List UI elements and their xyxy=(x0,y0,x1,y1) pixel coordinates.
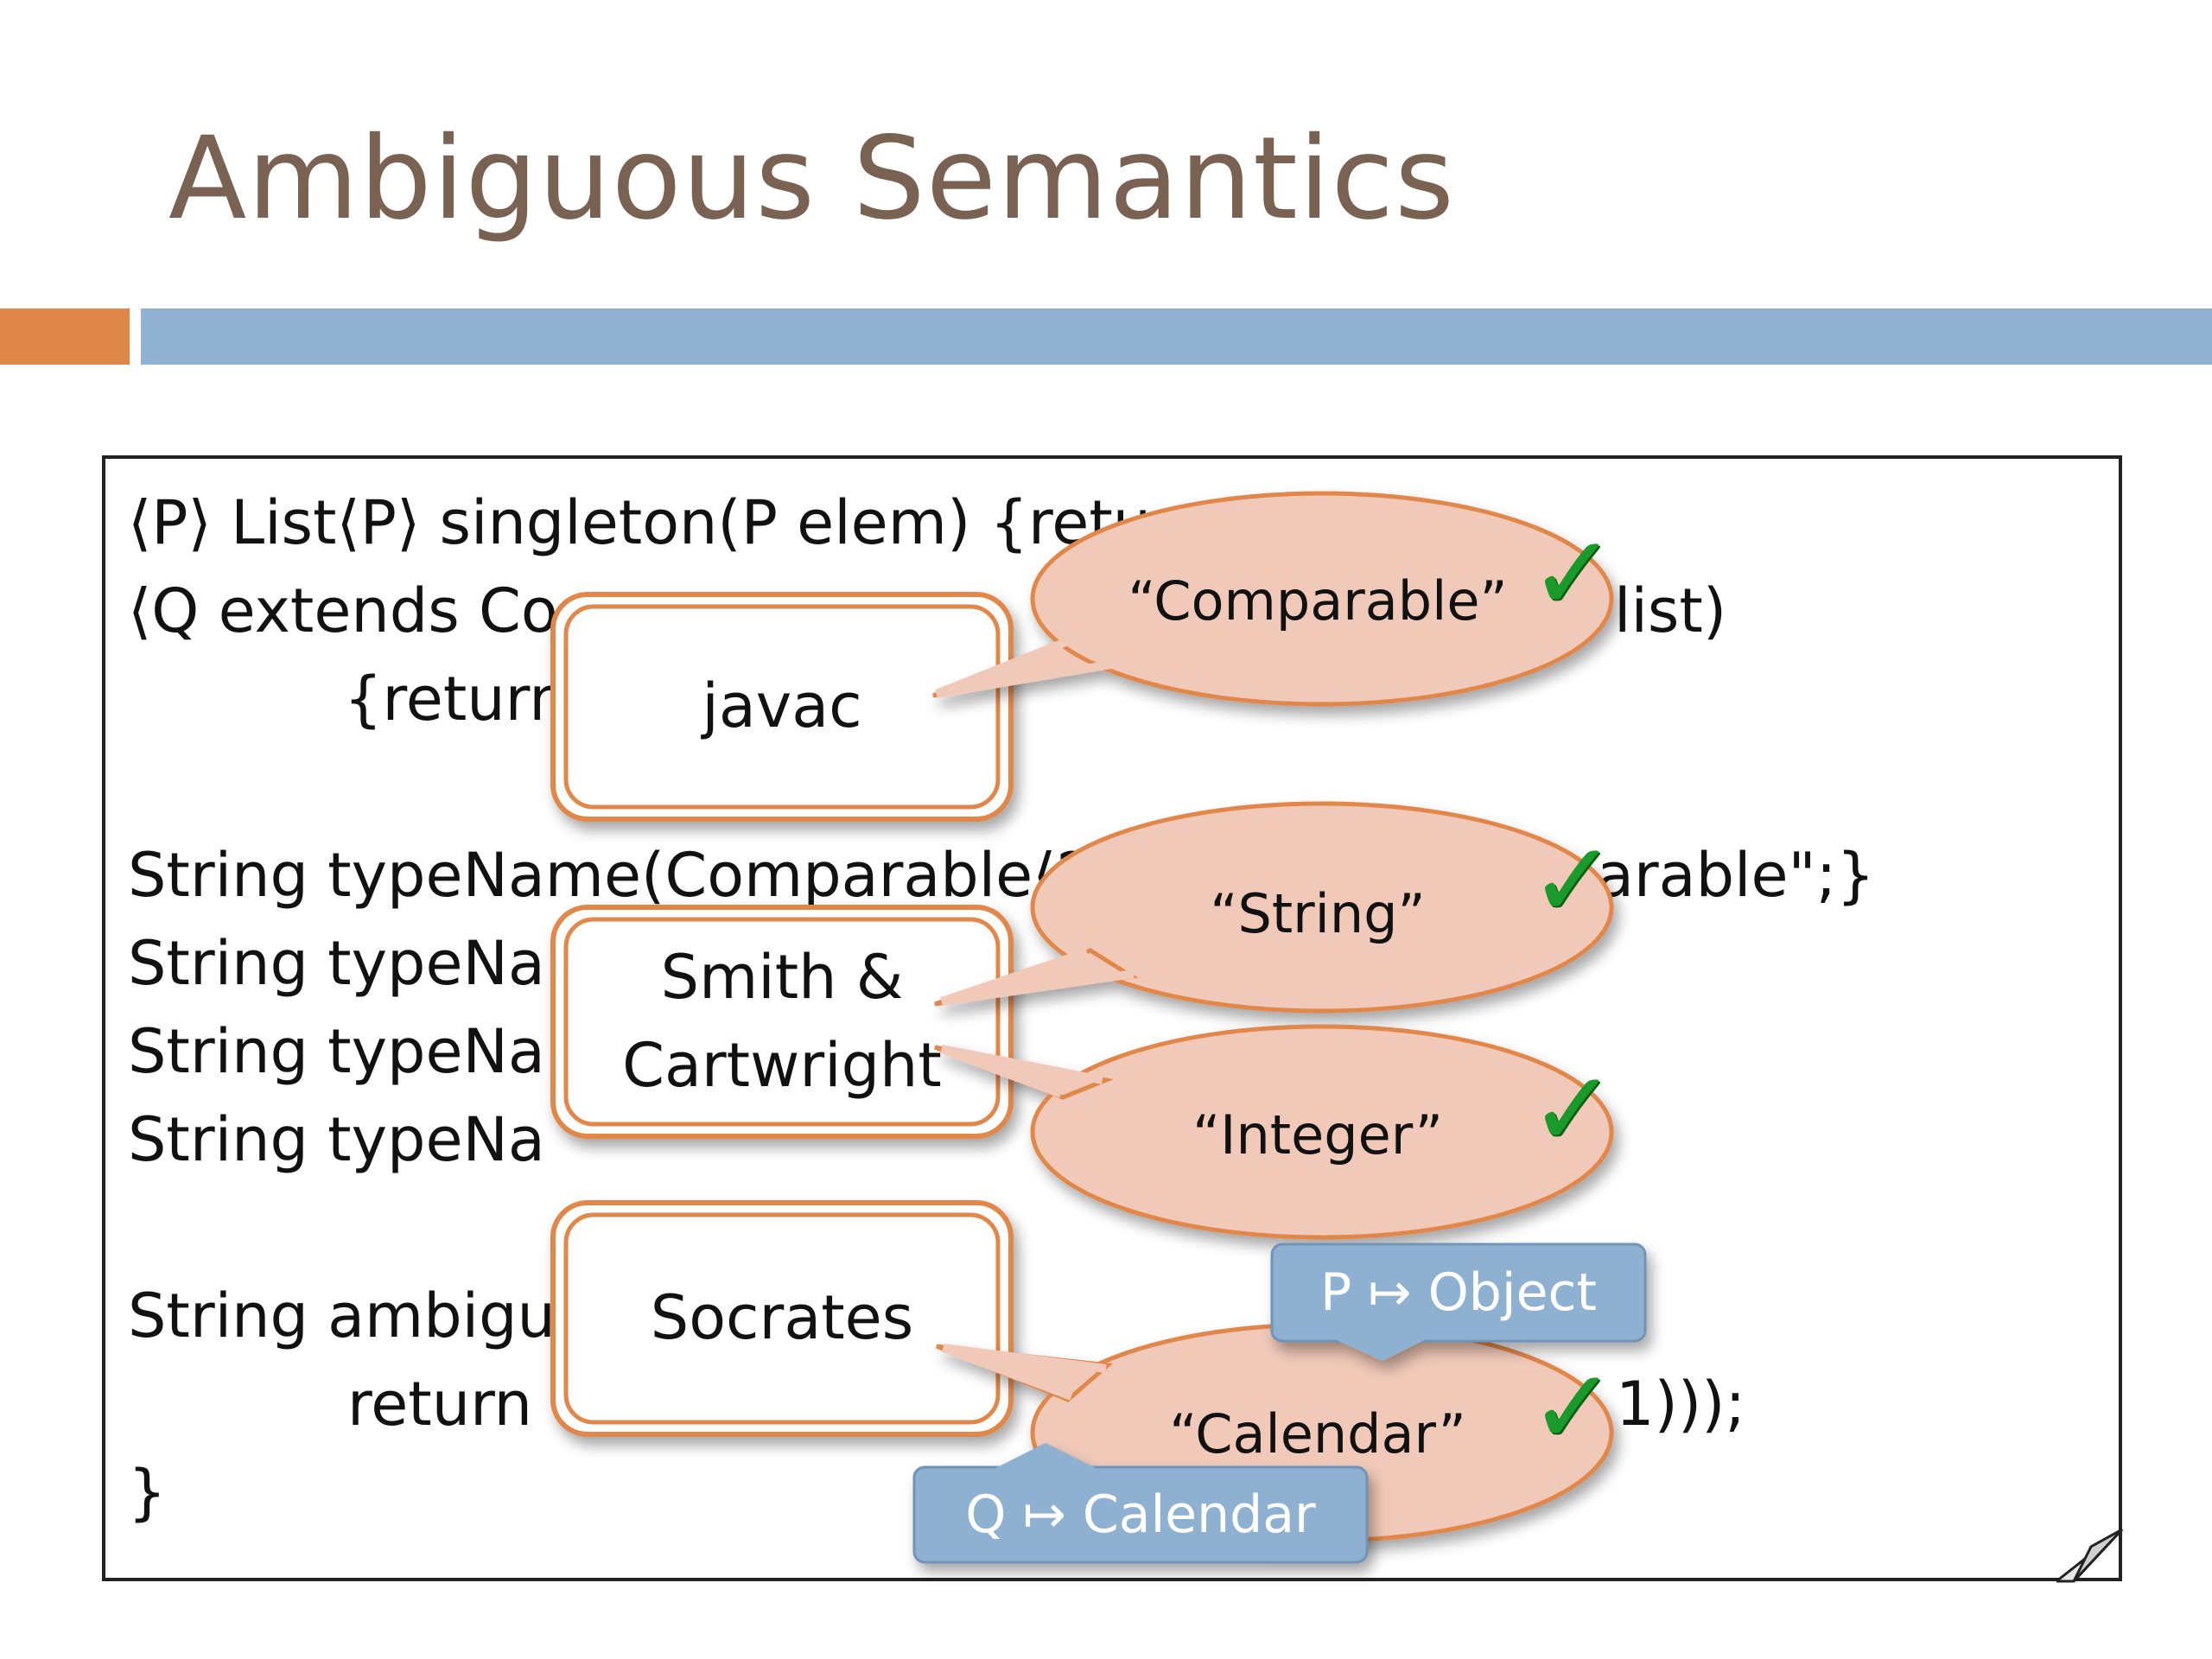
p-object-tag-label: P ↦ Object xyxy=(1319,1262,1597,1323)
string-bubble xyxy=(934,801,1614,1014)
comparable-check-icon: ✓ xyxy=(1529,514,1617,634)
header-accent-blue xyxy=(141,308,2212,365)
javac-box xyxy=(550,592,1014,822)
javac-label: javac xyxy=(702,671,862,742)
q-calendar-tag xyxy=(912,1443,1369,1564)
q-calendar-tag-label: Q ↦ Calendar xyxy=(965,1484,1316,1545)
socrates-box xyxy=(550,1200,1014,1437)
smith-cartwright-box xyxy=(550,905,1014,1139)
code-line-5: String typeName(Comparable⟨? xyxy=(128,840,1089,911)
socrates-label: Socrates xyxy=(650,1282,914,1354)
smith-cartwright-label: Smith & Cartwright xyxy=(566,919,998,1124)
code-line-12: } xyxy=(128,1457,167,1528)
code-line-8: String typeNa xyxy=(128,1104,545,1175)
integer-bubble xyxy=(934,1024,1614,1240)
code-line-1: ⟨P⟩ List⟨P⟩ singleton(P elem) {return xyxy=(128,487,1214,558)
calendar-bubble-label: “Calendar” xyxy=(1169,1402,1466,1465)
string-bubble-label: “String” xyxy=(1210,881,1426,945)
comparable-bubble-label: “Comparable” xyxy=(1128,569,1508,632)
integer-check-icon: ✓ xyxy=(1529,1050,1617,1170)
header-accent-orange xyxy=(0,308,130,365)
code-line-11: return t xyxy=(347,1369,575,1440)
code-line-5-end: arable";} xyxy=(1597,840,1875,911)
code-line-6: String typeNa xyxy=(128,928,545,999)
comparable-bubble xyxy=(932,491,1614,707)
smith-label-line2: Cartwright xyxy=(622,1029,942,1101)
code-line-2: ⟨Q extends Co xyxy=(128,575,558,646)
string-check-icon: ✓ xyxy=(1529,821,1617,941)
p-object-tag xyxy=(1270,1243,1647,1361)
calendar-check-icon: ✓ xyxy=(1529,1348,1617,1468)
code-line-3: {return xyxy=(344,664,568,734)
integer-bubble-label: “Integer” xyxy=(1192,1103,1443,1166)
code-line-11-end: 1))); xyxy=(1616,1369,1746,1440)
page-curl-corner xyxy=(2056,1528,2124,1583)
code-line-7: String typeNa xyxy=(128,1016,545,1087)
code-line-2-end: list) xyxy=(1614,575,1727,646)
smith-label-line1: Smith & xyxy=(660,942,904,1013)
slide-title: Ambiguous Semantics xyxy=(168,112,1455,245)
code-line-10: String ambigu xyxy=(128,1281,556,1351)
